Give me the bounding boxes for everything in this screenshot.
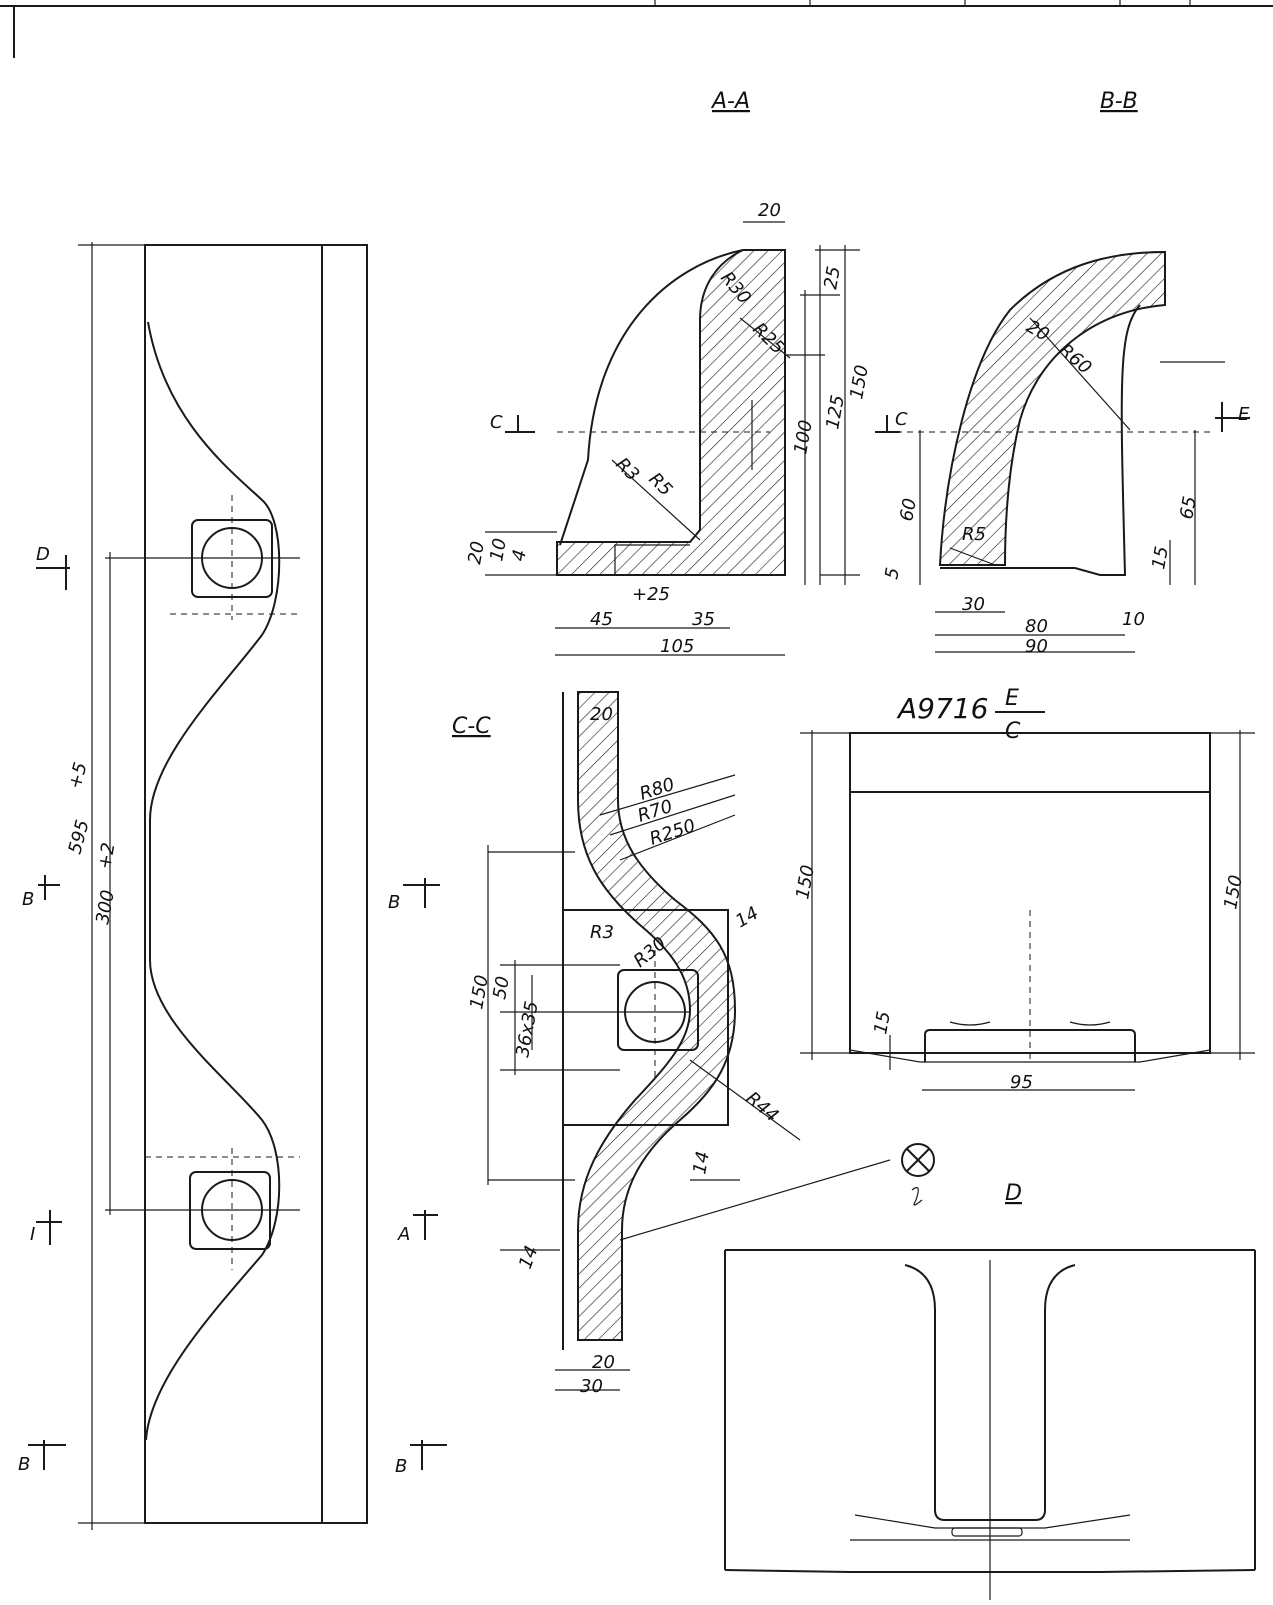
aa-dim-105: 105 [660,636,694,657]
part-code-label: A9716 E C [896,686,1045,744]
view-title-bb: B-B [1100,89,1138,114]
ec-dim-15: 15 [870,1010,895,1036]
section-marker-b-lower-mid: B [395,1440,447,1477]
view-title-d: D [1005,1181,1022,1206]
aa-dim-25b: +25 [632,584,670,605]
bb-dim-65: 65 [1176,495,1201,521]
ec-dim-95: 95 [1010,1072,1033,1093]
bb-dim-90: 90 [1025,636,1048,657]
bb-dim-80: 80 [1025,616,1048,637]
aa-dim-100: 100 [790,418,817,455]
weld-symbol [901,1143,935,1206]
bb-dim-30: 30 [962,594,985,615]
aa-dim-10: 10 [486,537,511,563]
ec-dim-150-right: 150 [1220,873,1247,910]
plan-dim-overall: 595 [65,818,94,857]
weld-circle-icon [901,1143,935,1177]
section-marker-a-left: I [30,1210,62,1245]
ec-outline [849,732,1211,1054]
bb-dim-15: 15 [1148,545,1173,571]
bb-dim-10: 10 [1122,609,1145,630]
sheet-frame [0,0,1273,58]
aa-dim-150: 150 [846,363,873,400]
cc-dim-30: 30 [580,1376,603,1397]
cc-dim-20-bot: 20 [592,1352,615,1373]
plan-wave-profile [145,321,281,1441]
plan-dim-pitch: 300 [92,888,119,925]
cc-dim-50: 50 [489,975,514,1001]
section-cc [487,691,891,1391]
svg-text:E: E [1238,404,1250,425]
svg-text:B: B [388,892,400,913]
aa-dim-top-width: 20 [758,200,781,221]
view-title-cc: C-C [452,714,491,739]
section-marker-b-upper-mid: B [388,878,440,913]
section-marker-a-mid: A [397,1210,438,1245]
svg-text:B: B [18,1454,30,1475]
svg-text:B: B [395,1456,407,1477]
cc-dim-14: 14 [732,903,762,933]
cc-dim-14c: 14 [515,1243,543,1272]
view-d [724,1249,1256,1600]
cc-section-body [577,691,737,1341]
svg-text:A9716: A9716 [896,692,988,725]
view-title-aa: A-A [710,89,750,114]
ec-dim-150-left: 150 [792,863,819,900]
section-marker-c-right: C [875,409,908,433]
cc-square-hole [617,969,699,1051]
plan-outline [144,244,368,1524]
svg-text:A: A [397,1224,410,1245]
aa-dim-4: 4 [508,548,531,563]
plan-view [78,242,368,1530]
aa-dim-35: 35 [692,609,715,630]
bb-section-body [938,250,1166,566]
cc-dim-150: 150 [466,973,493,1010]
svg-text:B: B [22,889,34,910]
bb-dim-r5: R5 [962,524,986,545]
aa-dim-45: 45 [590,609,613,630]
section-marker-c-left: C [490,412,535,433]
cc-dim-20-top: 20 [590,704,613,725]
aa-section-body [556,249,786,576]
svg-text:D: D [36,544,50,565]
bb-dim-5: 5 [881,566,904,581]
plan-dim-overall-tol: +5 [65,760,92,791]
aa-dim-20: 20 [464,540,489,566]
aa-dim-r5: R5 [644,469,676,501]
section-aa [485,221,860,656]
cc-dim-r3: R3 [590,922,614,943]
cc-dim-r44: R44 [742,1088,783,1127]
section-marker-b-lower-left: B [18,1440,66,1475]
bb-dim-60: 60 [896,497,921,523]
aa-dim-25: 25 [820,265,845,291]
cc-dim-14b: 14 [689,1150,714,1176]
svg-text:E: E [1005,686,1019,711]
section-bb [885,250,1225,653]
plan-dim-pitch-tol: +2 [94,841,119,871]
cc-boss-outline [562,909,729,1126]
svg-text:C: C [1005,719,1021,744]
section-marker-b-upper-left: B [22,875,60,910]
section-marker-d: D [36,544,70,590]
cc-dim-36x35: 36x35 [512,1000,542,1059]
svg-text:C: C [490,412,503,433]
svg-text:I: I [30,1224,35,1245]
view-ec [800,730,1255,1091]
section-marker-e: E [1215,402,1250,432]
svg-text:C: C [895,409,908,430]
aa-dim-r3: R3 [611,454,643,486]
